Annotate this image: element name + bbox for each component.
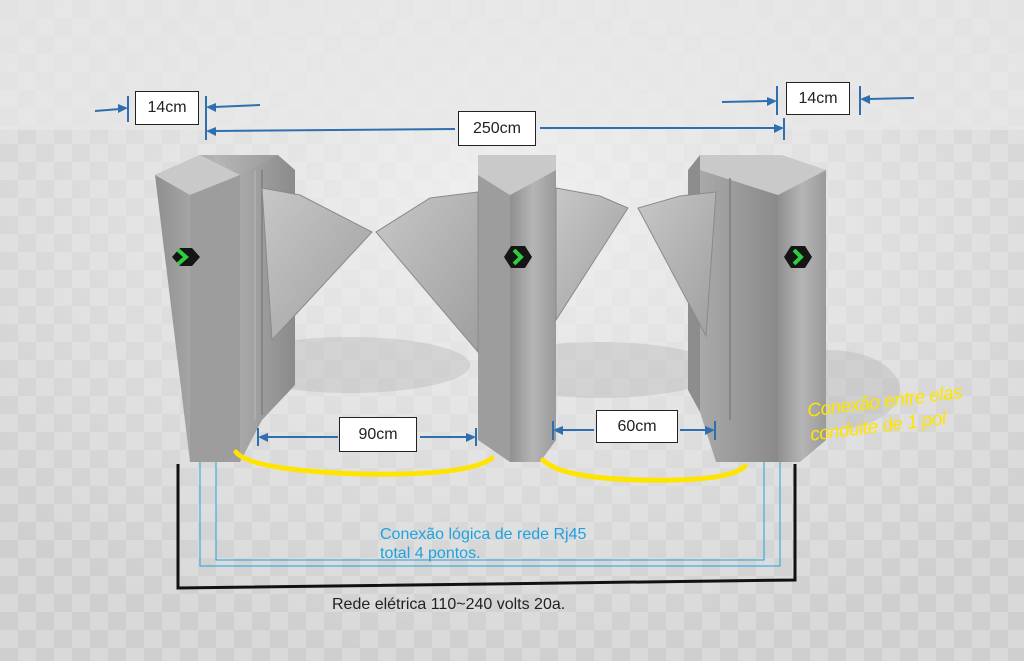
power-note: Rede elétrica 110~240 volts 20a. xyxy=(332,596,566,613)
arrow-right-indicator-icon xyxy=(784,246,812,268)
network-lines xyxy=(199,462,781,567)
power-line xyxy=(176,464,797,590)
conduit-arc-left xyxy=(233,449,495,477)
middle-left-flap-wing xyxy=(375,191,479,354)
left-cabinet xyxy=(155,155,295,462)
dimension-label-left-width: 14cm xyxy=(135,91,199,125)
network-note-line1: Conexão lógica de rede Rj45 xyxy=(380,526,587,543)
dimension-label-narrow-lane: 60cm xyxy=(596,410,678,443)
arrow-right-indicator-icon xyxy=(504,246,532,268)
arrow-right-indicator-icon xyxy=(172,248,200,266)
network-note-line2: total 4 pontos. xyxy=(380,545,481,562)
dimension-label-wide-lane: 90cm xyxy=(339,417,417,452)
right-flap-wing xyxy=(637,191,717,338)
dimension-arrows xyxy=(94,86,915,446)
right-cabinet xyxy=(688,155,826,462)
middle-right-flap-wing xyxy=(555,187,629,322)
network-note: Conexão lógica de rede Rj45 total 4 pont… xyxy=(380,525,586,563)
dimension-label-total-width: 250cm xyxy=(458,111,536,146)
left-flap-wing xyxy=(261,187,373,342)
middle-cabinet xyxy=(478,155,556,462)
conduit-arc-right xyxy=(540,457,748,483)
dimension-label-right-width: 14cm xyxy=(786,82,850,115)
